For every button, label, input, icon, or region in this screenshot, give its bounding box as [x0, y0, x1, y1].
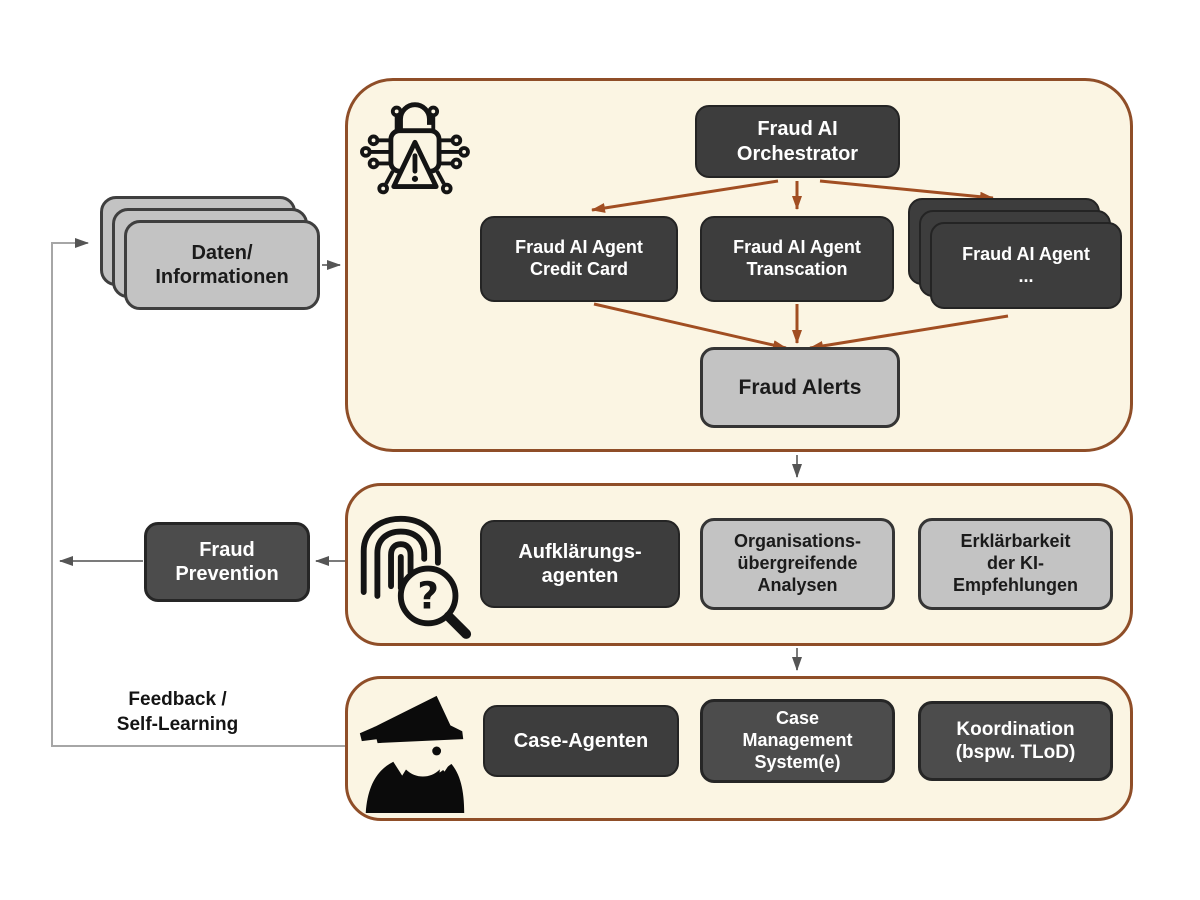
- fraud-alerts-node: Fraud Alerts: [700, 347, 900, 428]
- daten-informationen-node: Daten/ Informationen: [124, 220, 320, 310]
- feedback-loop-line: [51, 238, 345, 747]
- case-management-node: Case Management System(e): [700, 699, 895, 783]
- erklaerbarkeit-node: Erklärbarkeit der KI- Empfehlungen: [918, 518, 1113, 610]
- case-agenten-node: Case-Agenten: [483, 705, 679, 777]
- svg-text:?: ?: [417, 575, 439, 618]
- koordination-node: Koordination (bspw. TLoD): [918, 701, 1113, 781]
- security-lock-circuit-icon: [360, 102, 470, 195]
- org-analysen-node: Organisations- übergreifende Analysen: [700, 518, 895, 610]
- detective-icon: [359, 695, 465, 813]
- agent-transaction-node: Fraud AI Agent Transcation: [700, 216, 894, 302]
- feedback-self-learning-label: Feedback / Self-Learning: [116, 689, 239, 735]
- fingerprint-search-icon: ?: [360, 515, 472, 639]
- agent-credit-card-node: Fraud AI Agent Credit Card: [480, 216, 678, 302]
- agent-more-node: Fraud AI Agent ...: [930, 222, 1122, 309]
- fraud-ai-orchestrator-node: Fraud AI Orchestrator: [695, 105, 900, 178]
- aufklaerungsagenten-node: Aufklärungs- agenten: [480, 520, 680, 608]
- fraud-prevention-node: Fraud Prevention: [144, 522, 310, 602]
